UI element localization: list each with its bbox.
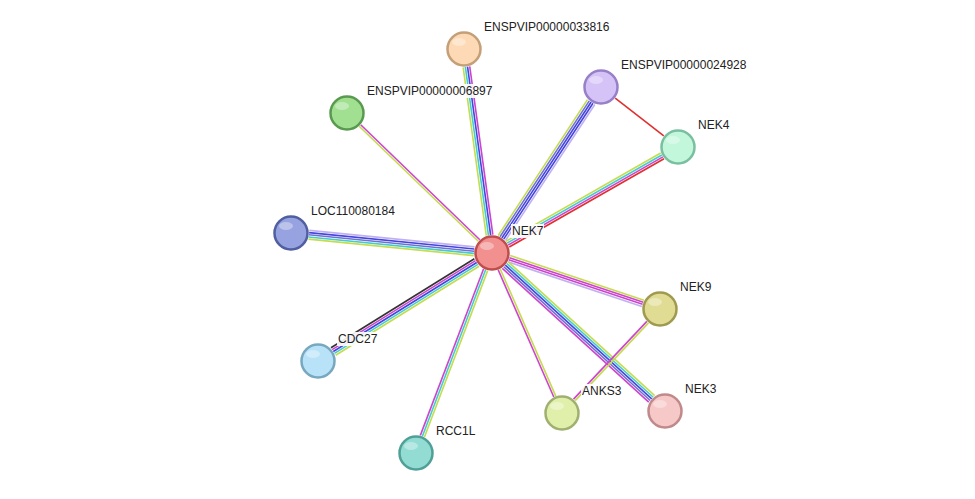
edge-strand: [508, 262, 642, 307]
node-disc: [302, 345, 335, 378]
node-disc: [275, 217, 308, 250]
interaction-edge: [506, 153, 664, 247]
node-disc: [644, 293, 677, 326]
protein-node: NEK9: [642, 291, 678, 327]
edge-strand: [508, 157, 663, 245]
edge-strand: [309, 233, 474, 249]
node-disc: [400, 437, 433, 470]
node-disc: [662, 131, 695, 164]
node-highlight: [480, 242, 494, 250]
node-highlight: [550, 402, 564, 410]
node-label: ENSPVIP00000024928: [620, 58, 747, 72]
protein-node: NEK4: [660, 129, 696, 165]
node-circle: [583, 69, 619, 105]
protein-node: NEK3: [647, 393, 683, 429]
edge-strand: [309, 235, 474, 251]
node-highlight: [404, 442, 418, 450]
node-circle: [273, 215, 309, 251]
edge-strand: [361, 125, 480, 240]
interaction-edge: [359, 125, 480, 242]
edge-strand: [359, 126, 478, 241]
protein-node: ENSPVIP00000006897: [329, 95, 365, 131]
protein-node: ENSPVIP00000024928: [583, 69, 619, 105]
protein-node: NEK7: [474, 235, 510, 271]
interaction-edge: [308, 230, 474, 255]
node-circle: [300, 343, 336, 379]
node-circle: [398, 435, 434, 471]
edge-strand: [500, 101, 589, 237]
node-label: ANKS3: [581, 384, 622, 398]
node-highlight: [666, 136, 680, 144]
interaction-edge: [615, 98, 664, 136]
node-highlight: [648, 298, 662, 306]
edge-strand: [333, 262, 476, 351]
node-label: NEK4: [697, 118, 730, 132]
node-circle: [647, 393, 683, 429]
node-circle: [642, 291, 678, 327]
node-label: ENSPVIP00000006897: [366, 84, 493, 98]
edge-strand: [424, 271, 487, 437]
node-disc: [331, 97, 364, 130]
edge-strand: [509, 258, 643, 303]
edge-strand: [331, 259, 474, 348]
edge-strand: [502, 268, 648, 402]
protein-node: CDC27: [300, 343, 336, 379]
node-label: NEK3: [684, 382, 717, 396]
node-label: NEK9: [679, 280, 712, 294]
edge-strand: [508, 262, 654, 396]
node-circle: [660, 129, 696, 165]
node-disc: [585, 71, 618, 104]
node-disc: [448, 33, 481, 66]
interaction-edge: [420, 269, 487, 437]
edge-strand: [506, 104, 595, 240]
edge-strand: [309, 237, 474, 253]
node-circle: [474, 235, 510, 271]
edge-strand: [422, 270, 485, 436]
node-disc: [649, 395, 682, 428]
interaction-edge: [502, 262, 654, 402]
edge-strand: [507, 155, 662, 243]
edge-strand: [615, 98, 664, 136]
edge-strand: [332, 261, 475, 350]
node-highlight: [653, 400, 667, 408]
node-highlight: [589, 76, 603, 84]
node-label: CDC27: [337, 332, 378, 346]
edge-strand: [575, 323, 648, 401]
edge-strand: [504, 267, 650, 401]
node-circle: [446, 31, 482, 67]
node-label: LOC110080184: [310, 204, 396, 218]
edge-strand: [509, 260, 643, 305]
edge-strand: [506, 153, 661, 241]
protein-node: ANKS3: [544, 395, 580, 431]
protein-node: RCC1L: [398, 435, 434, 471]
edge-strand: [574, 321, 647, 399]
edge-strand: [505, 265, 651, 399]
node-highlight: [279, 222, 293, 230]
node-highlight: [452, 38, 466, 46]
node-highlight: [306, 350, 320, 358]
node-disc: [546, 397, 579, 430]
node-label: RCC1L: [435, 424, 476, 438]
edge-strand: [498, 100, 587, 236]
edge-strand: [509, 159, 664, 247]
node-disc: [476, 237, 509, 270]
edge-strand: [309, 230, 474, 246]
edge-strand: [420, 269, 483, 435]
protein-node: ENSPVIP00000033816: [446, 31, 482, 67]
edge-strand: [308, 239, 473, 255]
protein-node: LOC110080184: [273, 215, 309, 251]
node-highlight: [335, 102, 349, 110]
interaction-edge: [574, 321, 649, 400]
node-label: ENSPVIP00000033816: [483, 20, 610, 34]
node-label: NEK7: [511, 224, 544, 238]
node-circle: [544, 395, 580, 431]
interaction-edge: [498, 100, 595, 241]
node-circle: [329, 95, 365, 131]
edge-strand: [507, 264, 653, 398]
